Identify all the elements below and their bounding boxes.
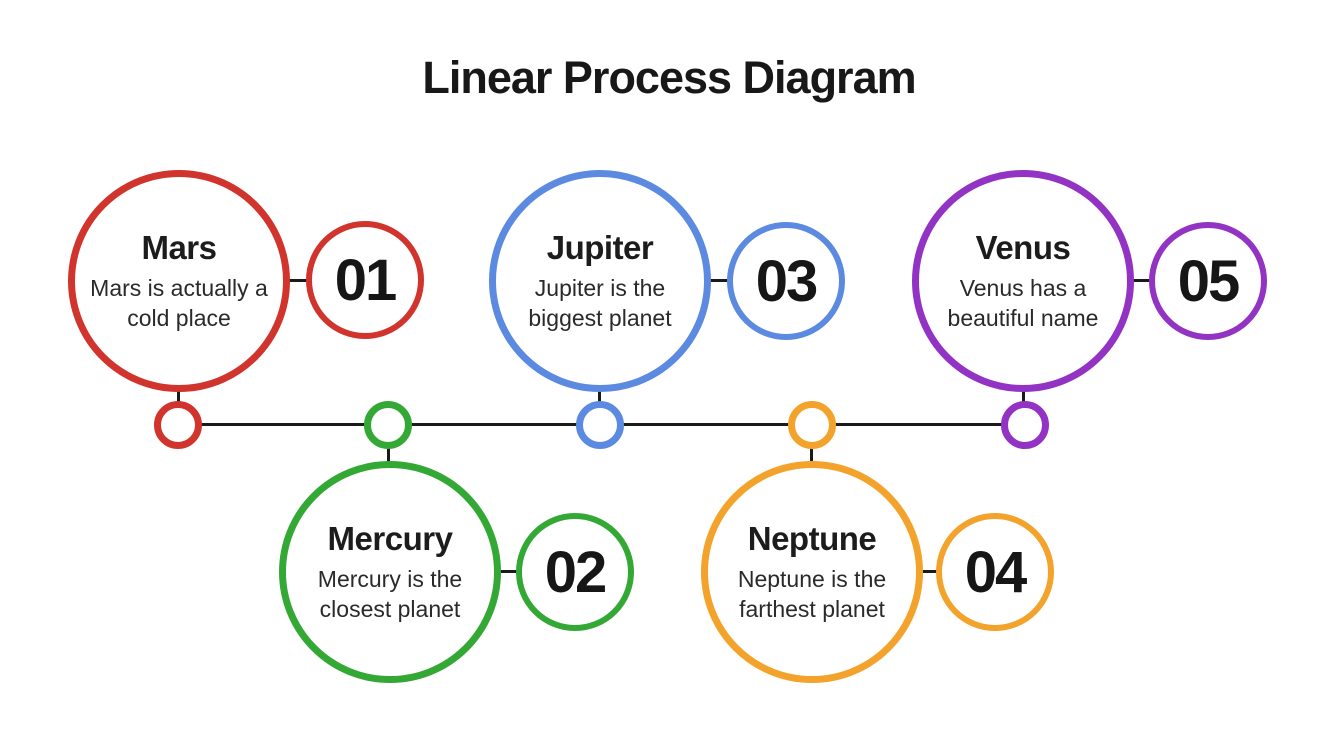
jupiter-description: Jupiter is the biggest planet	[528, 275, 672, 331]
mercury-number-circle: 02	[516, 513, 634, 631]
neptune-number: 04	[964, 539, 1027, 605]
connector-venus-node	[1022, 385, 1025, 404]
jupiter-number-circle: 03	[727, 222, 845, 340]
neptune-description: Neptune is the farthest planet	[737, 566, 887, 622]
connector-mercury-node	[387, 442, 390, 464]
mercury-name: Mercury	[327, 520, 453, 558]
mars-number-circle: 01	[306, 221, 424, 339]
timeline-node-neptune	[788, 401, 836, 449]
connector-mercury-number	[499, 570, 519, 573]
neptune-name: Neptune	[747, 520, 877, 558]
mercury-description: Mercury is the closest planet	[317, 566, 463, 622]
connector-neptune-number	[921, 570, 939, 573]
venus-number-circle: 05	[1149, 222, 1267, 340]
timeline-node-jupiter	[576, 401, 624, 449]
venus-circle: Venus Venus has a beautiful name	[912, 170, 1134, 392]
venus-name: Venus	[975, 229, 1071, 267]
page-title: Linear Process Diagram	[422, 52, 916, 103]
connector-jupiter-node	[598, 385, 601, 404]
mars-number: 01	[334, 247, 397, 313]
connector-mars-number	[288, 279, 308, 282]
mercury-circle: Mercury Mercury is the closest planet	[279, 461, 501, 683]
mars-circle: Mars Mars is actually a cold place	[68, 170, 290, 392]
timeline-node-mars	[154, 401, 202, 449]
connector-jupiter-number	[710, 279, 729, 282]
connector-mars-node	[177, 385, 180, 404]
venus-number: 05	[1177, 248, 1240, 314]
mars-name: Mars	[141, 229, 217, 267]
jupiter-circle: Jupiter Jupiter is the biggest planet	[489, 170, 711, 392]
neptune-number-circle: 04	[936, 513, 1054, 631]
jupiter-number: 03	[755, 248, 818, 314]
connector-neptune-node	[810, 442, 813, 464]
neptune-circle: Neptune Neptune is the farthest planet	[701, 461, 923, 683]
venus-description: Venus has a beautiful name	[947, 275, 1099, 331]
timeline-node-mercury	[364, 401, 412, 449]
mars-description: Mars is actually a cold place	[90, 275, 268, 331]
jupiter-name: Jupiter	[546, 229, 654, 267]
connector-venus-number	[1132, 279, 1151, 282]
mercury-number: 02	[544, 539, 607, 605]
timeline-node-venus	[1001, 401, 1049, 449]
